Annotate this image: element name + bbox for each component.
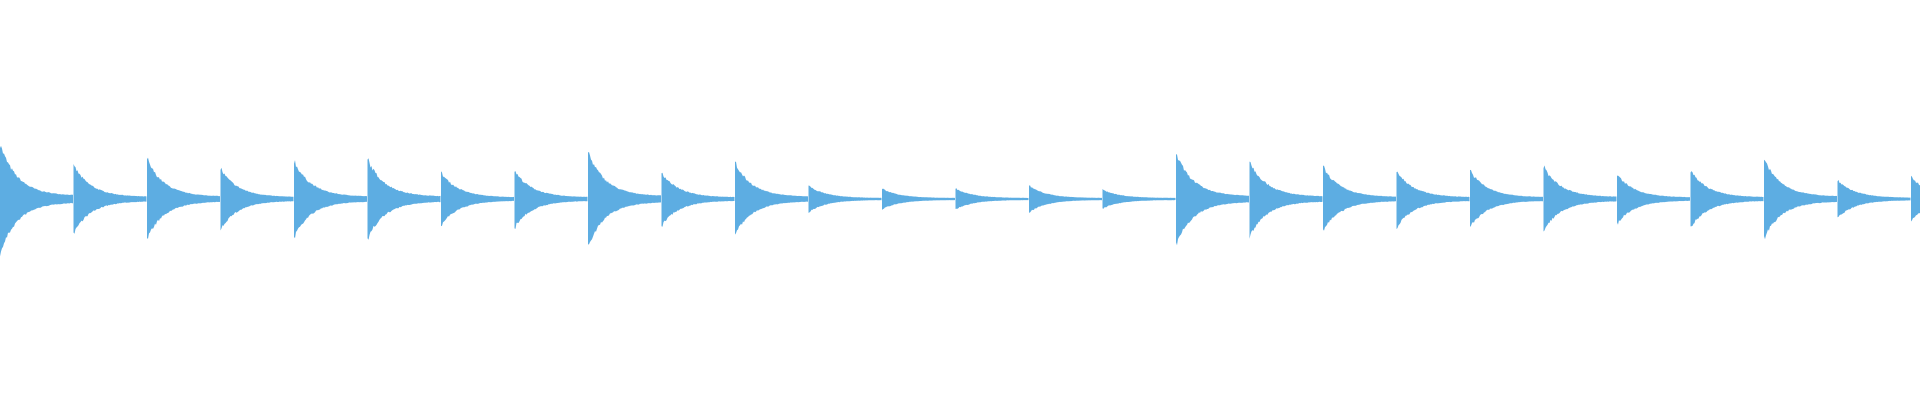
waveform-segment bbox=[1396, 171, 1470, 229]
waveform-segment bbox=[367, 158, 441, 240]
waveform-segment bbox=[1911, 175, 1920, 222]
waveform-segment bbox=[1176, 154, 1249, 246]
waveform-segment bbox=[147, 157, 220, 239]
waveform-segment bbox=[1617, 175, 1690, 225]
waveform-segment bbox=[220, 167, 294, 231]
waveform-segment bbox=[1690, 171, 1764, 227]
waveform-segment bbox=[808, 185, 882, 213]
waveform-segment bbox=[1029, 185, 1102, 213]
waveform-segment bbox=[735, 161, 808, 235]
waveform-segment bbox=[1323, 165, 1396, 231]
waveform-segment bbox=[73, 164, 147, 234]
waveform-segment bbox=[1249, 161, 1323, 239]
waveform-segment bbox=[1102, 189, 1176, 209]
waveform-segment bbox=[294, 160, 367, 239]
waveform-segment bbox=[588, 152, 661, 245]
waveform-segment bbox=[1837, 179, 1911, 218]
waveform-segment bbox=[1764, 159, 1837, 240]
waveform-segment bbox=[661, 172, 735, 227]
waveform-segment bbox=[514, 171, 588, 229]
waveform-segment bbox=[1543, 165, 1617, 232]
waveform-segment bbox=[0, 145, 73, 257]
waveform-segment bbox=[1470, 169, 1543, 227]
waveform-segment bbox=[882, 188, 955, 210]
waveform-segment bbox=[441, 171, 514, 227]
waveform-segment bbox=[955, 188, 1029, 209]
